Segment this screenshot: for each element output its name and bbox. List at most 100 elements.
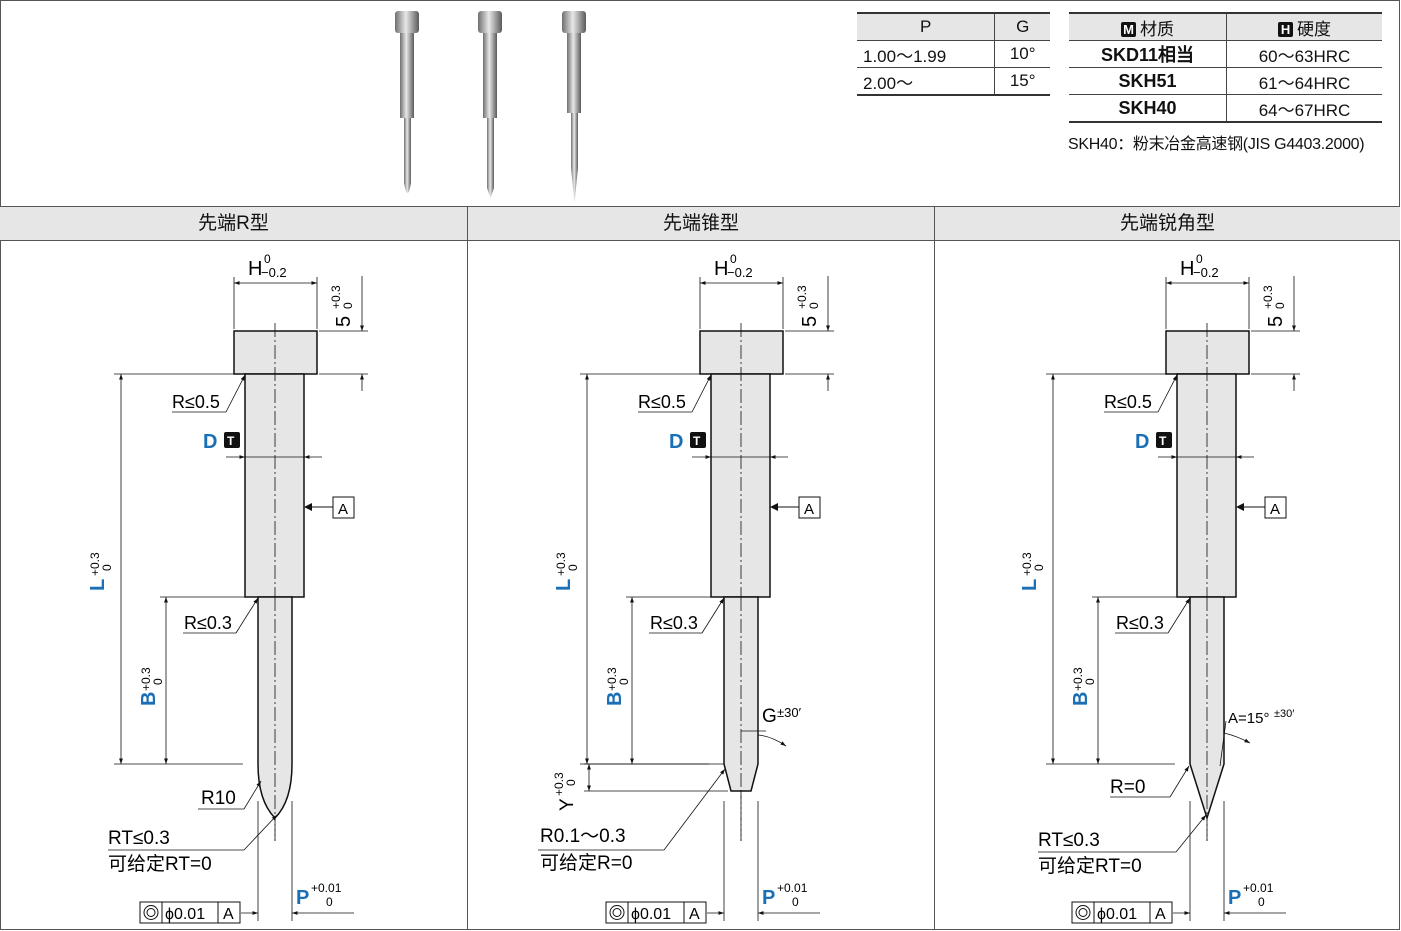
hardness-badge-icon: H	[1278, 21, 1294, 37]
label-5: 5	[799, 316, 821, 327]
label-r05: R≤0.5	[638, 392, 686, 412]
cell-p: 2.00〜	[857, 67, 996, 96]
label-l-lower: 0	[566, 564, 580, 571]
label-h: H	[1180, 258, 1194, 280]
product-photo-taper-type	[478, 11, 502, 198]
labels-sharp-type: H 0 −0.2 5 +0.3 0 R≤0.5 D T A L +0.3 0 R…	[1019, 252, 1294, 923]
cell-hardness: 64〜67HRC	[1226, 94, 1382, 123]
label-y: Y	[557, 798, 578, 811]
cell-g: 10°	[994, 40, 1050, 68]
section-title-sharp-type: 先端锐角型	[1119, 213, 1215, 234]
header-g: G	[994, 12, 1050, 41]
label-rt: RT≤0.3	[1038, 830, 1100, 851]
label-g: G	[762, 706, 777, 727]
cell-p: 1.00〜1.99	[857, 40, 996, 68]
t-badge-icon: T	[227, 434, 235, 448]
label-datum-a: A	[338, 501, 348, 518]
label-datum-a: A	[804, 501, 814, 518]
label-b-upper: +0.3	[139, 667, 153, 691]
label-p-upper: +0.01	[777, 881, 808, 895]
drawing-sharp-type	[1038, 276, 1300, 923]
label-tol-a: A	[1155, 906, 1166, 923]
label-y-lower: 0	[564, 779, 578, 786]
label-rt-alt: 可给定RT=0	[108, 853, 212, 875]
cell-material: SKH51	[1069, 67, 1228, 95]
label-p-upper: +0.01	[1243, 881, 1274, 895]
label-r05: R≤0.5	[1104, 392, 1152, 412]
label-b-upper: +0.3	[605, 667, 619, 691]
label-rt: RT≤0.3	[108, 828, 170, 849]
label-b-lower: 0	[1083, 678, 1097, 685]
label-b-lower: 0	[151, 678, 165, 685]
label-b: B	[138, 692, 160, 706]
label-l-upper: +0.3	[88, 552, 102, 576]
cell-hardness: 61〜64HRC	[1226, 67, 1382, 95]
cell-material: SKH40	[1069, 94, 1228, 123]
label-b-lower: 0	[617, 678, 631, 685]
header-hardness-label: 硬度	[1297, 19, 1332, 39]
label-rt-alt: 可给定RT=0	[1038, 855, 1142, 877]
material-note: SKH40：粉末冶金高速钢(JIS G4403.2000)	[1068, 136, 1365, 153]
labels-taper-type: H 0 −0.2 5 +0.3 0 R≤0.5 D T A L +0.3 0 R…	[540, 252, 821, 923]
label-b: B	[604, 692, 626, 706]
drawing-r-type	[108, 276, 368, 923]
label-p-lower: 0	[326, 895, 333, 909]
label-5-upper: +0.3	[329, 285, 343, 309]
label-h-lower: −0.2	[727, 265, 753, 280]
material-badge-icon: M	[1121, 21, 1137, 37]
header-material-label: 材质	[1140, 19, 1175, 39]
label-r-alt: 可给定R=0	[540, 852, 632, 874]
label-r10: R10	[201, 788, 236, 809]
label-h-lower: −0.2	[1193, 265, 1219, 280]
label-5: 5	[1265, 316, 1287, 327]
label-p-upper: +0.01	[311, 881, 342, 895]
table-row: 2.00〜 15°	[857, 67, 1050, 96]
label-h: H	[248, 258, 262, 280]
label-l-upper: +0.3	[1020, 552, 1034, 576]
label-l-upper: +0.3	[554, 552, 568, 576]
label-tol-a: A	[223, 906, 234, 923]
label-y-upper: +0.3	[552, 772, 566, 796]
table-row: SKH40 64〜67HRC	[1069, 94, 1382, 123]
label-p: P	[1228, 887, 1241, 909]
label-r0: R=0	[1110, 777, 1145, 798]
section-title-r-type: 先端R型	[198, 213, 269, 234]
section-header-bar	[0, 206, 1400, 241]
label-5-upper: +0.3	[1261, 285, 1275, 309]
section-title-taper-type: 先端锥型	[662, 213, 739, 234]
label-d: D	[203, 431, 217, 453]
table-header-row: P G	[857, 12, 1050, 41]
cell-g: 15°	[994, 67, 1050, 96]
label-datum-a: A	[1270, 501, 1280, 518]
table-row: SKD11相当 60〜63HRC	[1069, 40, 1382, 68]
label-5-lower: 0	[341, 302, 355, 309]
label-h-upper: 0	[730, 252, 737, 266]
label-l-lower: 0	[1032, 564, 1046, 571]
label-h-upper: 0	[1196, 252, 1203, 266]
label-d: D	[669, 431, 683, 453]
label-d: D	[1135, 431, 1149, 453]
t-badge-icon: T	[1159, 434, 1167, 448]
label-l: L	[553, 579, 575, 591]
product-photo-sharp-type	[562, 11, 586, 203]
label-5-lower: 0	[807, 302, 821, 309]
label-p: P	[296, 887, 309, 909]
label-r03: R≤0.3	[650, 613, 698, 633]
section-divider	[934, 206, 935, 930]
label-a-angle: A=15°	[1228, 710, 1269, 727]
label-5-lower: 0	[1273, 302, 1287, 309]
table-row: SKH51 61〜64HRC	[1069, 67, 1382, 95]
drawing-taper-type	[538, 276, 834, 923]
label-l: L	[87, 579, 109, 591]
cell-material: SKD11相当	[1069, 40, 1228, 68]
label-g-tol: ±30′	[777, 705, 802, 720]
label-p-lower: 0	[792, 895, 799, 909]
label-tol-a: A	[689, 906, 700, 923]
technical-drawings: H 0 −0.2 5 +0.3 0 R≤0.5 D T A L +0.3 0 R…	[87, 252, 1401, 931]
header-p: P	[857, 12, 996, 41]
label-r05: R≤0.5	[172, 392, 220, 412]
